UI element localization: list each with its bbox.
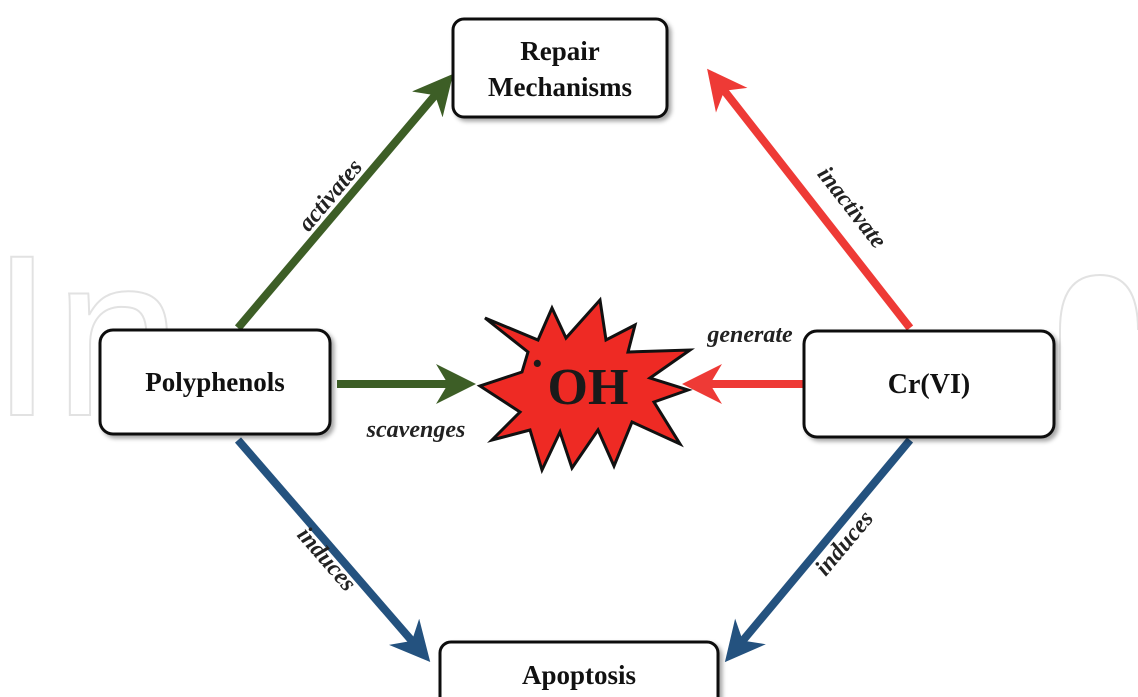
hydroxyl-radical-burst: · OH bbox=[476, 296, 695, 475]
node-polyphenols: Polyphenols bbox=[98, 328, 332, 436]
arrows bbox=[234, 68, 914, 663]
label-induces-left: induces bbox=[292, 522, 361, 596]
repair-line1: Repair bbox=[520, 36, 600, 66]
label-generate: generate bbox=[706, 322, 793, 348]
label-inactivate: inactivate bbox=[812, 162, 892, 254]
crvi-box bbox=[802, 329, 1056, 439]
repair-box bbox=[451, 17, 669, 119]
arrow-induces-left bbox=[234, 437, 431, 663]
crvi-label: Cr(VI) bbox=[888, 369, 970, 400]
arrow-inactivate bbox=[707, 68, 914, 331]
polyphenols-box bbox=[98, 328, 332, 436]
node-apoptosis: Apoptosis bbox=[438, 640, 720, 697]
watermark-arc bbox=[1059, 273, 1138, 410]
arrow-induces-right bbox=[724, 437, 914, 663]
node-crvi: Cr(VI) bbox=[802, 329, 1056, 439]
radical-label: OH bbox=[548, 359, 629, 416]
apoptosis-box bbox=[438, 640, 720, 697]
arrow-activates bbox=[234, 73, 454, 331]
node-repair-mechanisms: Repair Mechanisms bbox=[451, 17, 669, 119]
apoptosis-label: Apoptosis bbox=[522, 660, 636, 690]
repair-line2: Mechanisms bbox=[488, 72, 632, 102]
burst-shape bbox=[476, 296, 695, 475]
radical-dot: · bbox=[530, 339, 545, 388]
polyphenols-label: Polyphenols bbox=[145, 367, 285, 397]
label-scavenges: scavenges bbox=[366, 417, 466, 443]
